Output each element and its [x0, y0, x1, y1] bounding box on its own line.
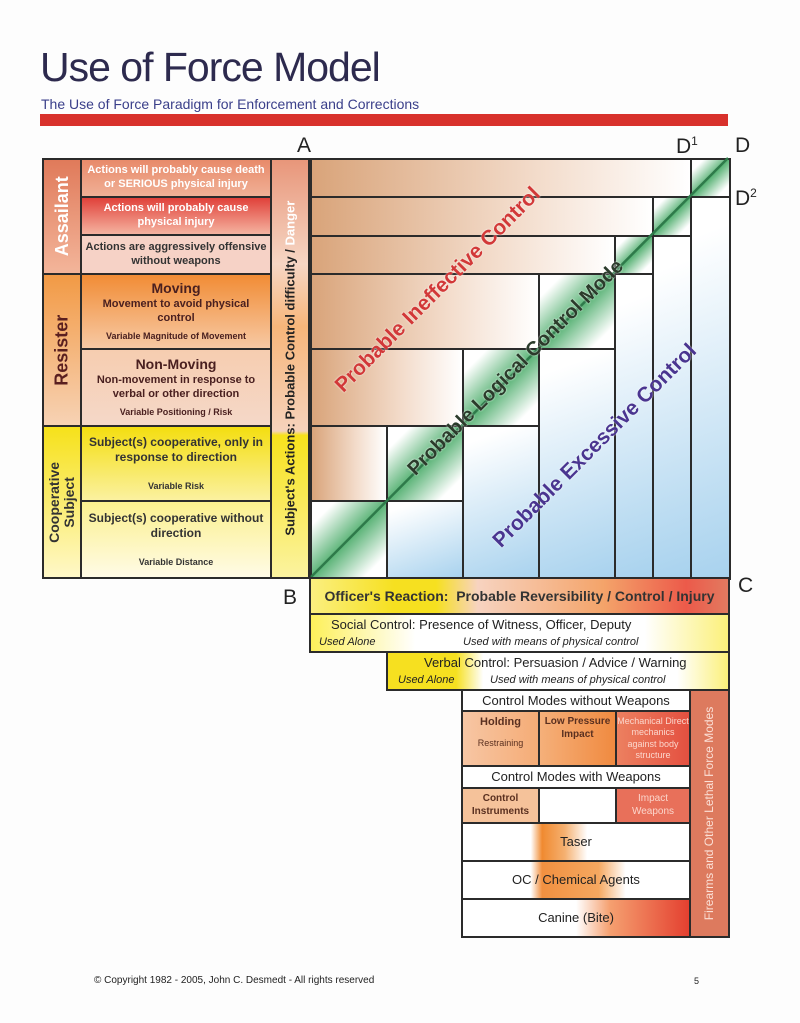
ineffective-cell: [310, 196, 654, 237]
lethal-force-column: Firearms and Other Lethal Force Modes: [689, 689, 730, 938]
corner-d1-letter: D: [676, 135, 692, 158]
taser-cell: Taser: [461, 822, 691, 862]
low-pressure-cell: Low Pressure Impact: [538, 710, 617, 767]
action-note: Variable Positioning / Risk: [119, 407, 233, 418]
social-used-alone: Used Alone: [319, 636, 376, 648]
lethal-force-label: Firearms and Other Lethal Force Modes: [702, 706, 717, 921]
action-heading: Non-Moving: [135, 356, 217, 373]
action-cooperative-direction: Subject(s) cooperative, only in response…: [80, 425, 272, 502]
excessive-column: [538, 348, 616, 580]
corner-d2: D2: [735, 186, 757, 211]
page-title: Use of Force Model: [40, 44, 381, 90]
action-text: Subject(s) cooperative without direction: [88, 510, 264, 540]
copyright: © Copyright 1982 - 2005, John C. Desmedt…: [94, 975, 375, 986]
blank-cell: [538, 787, 617, 824]
side-label-control-difficulty: Subject's Actions: Probable Control diff…: [270, 158, 310, 579]
action-text: without weapons: [131, 254, 221, 267]
action-text: Movement to avoid physical control: [102, 297, 250, 324]
officer-reaction-text: Probable Reversibility / Control / Injur…: [456, 588, 715, 604]
excessive-column: [386, 500, 464, 580]
action-note: Variable Distance: [138, 556, 214, 567]
corner-d1: D1: [676, 134, 698, 159]
social-control-title: Social Control: Presence of Witness, Off…: [331, 617, 632, 632]
mechanical-cell: Mechanical Direct mechanics against body…: [615, 710, 691, 767]
social-used-with: Used with means of physical control: [463, 636, 639, 648]
corner-d1-sup: 1: [691, 134, 698, 148]
action-text: Non-movement in response to verbal or ot…: [96, 373, 256, 400]
oc-chemical-cell: OC / Chemical Agents: [461, 860, 691, 900]
impact-weapons-cell: Impact Weapons: [615, 787, 691, 824]
canine-cell: Canine (Bite): [461, 898, 691, 938]
action-text: Actions will probably cause: [103, 202, 249, 215]
ineffective-cell: [310, 235, 616, 275]
excessive-column: [462, 425, 540, 580]
corner-c: C: [738, 574, 754, 597]
verbal-control-bar: Verbal Control: Persuasion / Advice / Wa…: [386, 651, 730, 691]
verbal-used-with: Used with means of physical control: [490, 674, 666, 686]
action-text: Actions will probably cause death: [87, 164, 265, 177]
action-note: Variable Risk: [147, 480, 205, 491]
title-divider: [40, 114, 728, 126]
logical-cell: [690, 158, 731, 198]
action-text: physical injury: [137, 216, 215, 228]
verbal-used-alone: Used Alone: [398, 674, 455, 686]
holding-label: Holding: [480, 716, 521, 728]
corner-d: D: [735, 134, 751, 157]
action-text: Actions are aggressively offensive: [85, 240, 267, 253]
action-note: Variable Magnitude of Movement: [105, 331, 247, 342]
action-text: Subject(s) cooperative, only in response…: [88, 434, 264, 464]
ineffective-cell: [310, 425, 388, 502]
verbal-control-title: Verbal Control: Persuasion / Advice / Wa…: [424, 655, 687, 670]
page-number: 5: [694, 976, 700, 986]
page-subtitle: The Use of Force Paradigm for Enforcemen…: [41, 96, 420, 112]
ineffective-cell: [310, 348, 464, 427]
social-control-bar: Social Control: Presence of Witness, Off…: [309, 613, 730, 653]
without-weapons-header: Control Modes without Weapons: [461, 689, 691, 712]
corner-d2-letter: D: [735, 187, 751, 210]
action-cooperative-no-direction: Subject(s) cooperative without direction…: [80, 500, 272, 579]
corner-b: B: [283, 586, 298, 609]
officer-reaction-label: Officer's Reaction:: [324, 588, 449, 604]
restraining-label: Restraining: [477, 737, 524, 748]
with-weapons-header: Control Modes with Weapons: [461, 765, 691, 789]
control-instruments-cell: Control Instruments: [461, 787, 540, 824]
officer-reaction-bar: Officer's Reaction: Probable Reversibili…: [309, 577, 730, 615]
corner-a: A: [297, 134, 312, 157]
action-heading: Moving: [151, 280, 201, 297]
corner-d2-sup: 2: [750, 186, 757, 200]
logical-cell: [614, 235, 654, 275]
action-text: or SERIOUS physical injury: [104, 178, 248, 190]
ineffective-cell: [310, 158, 692, 198]
